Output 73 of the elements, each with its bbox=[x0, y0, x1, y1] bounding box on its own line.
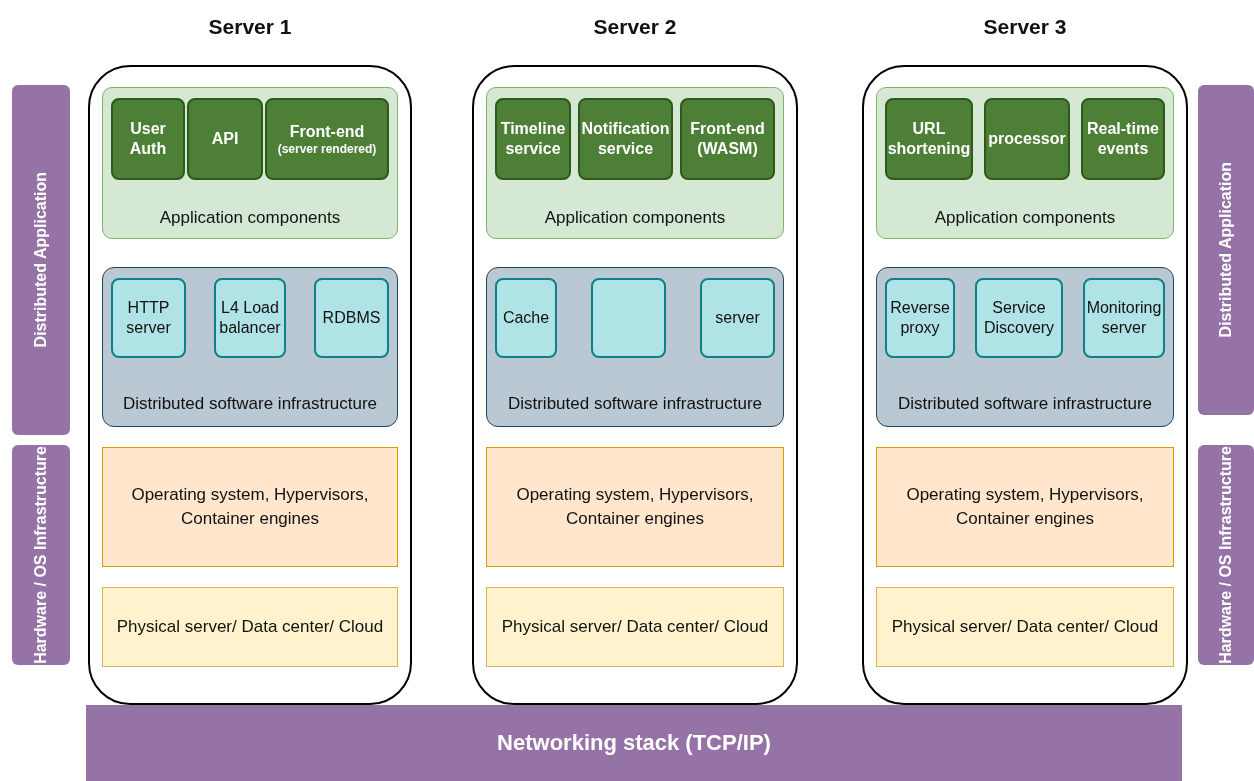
layer-label: Physical server/ Data center/ Cloud bbox=[500, 616, 770, 639]
service-box bbox=[1083, 278, 1165, 358]
band-label: Distributed Application bbox=[1217, 162, 1235, 338]
os-layer bbox=[486, 447, 784, 567]
band-label: Distributed Application bbox=[32, 172, 50, 348]
component-label: Timeline service bbox=[499, 119, 567, 159]
hardware-layer bbox=[486, 587, 784, 667]
layer-label: Distributed software infrastructure bbox=[121, 393, 379, 416]
component-label: Reverse proxy bbox=[889, 298, 951, 338]
band-label: Networking stack (TCP/IP) bbox=[497, 730, 771, 756]
layer-label: Application components bbox=[543, 207, 727, 230]
service-box bbox=[975, 278, 1063, 358]
server-heading: Server 3 bbox=[982, 15, 1068, 39]
service-box bbox=[214, 278, 286, 358]
service-box bbox=[700, 278, 775, 358]
layer-label: Distributed software infrastructure bbox=[506, 393, 764, 416]
component-label: server bbox=[715, 308, 760, 328]
layer-label: Distributed software infrastructure bbox=[896, 393, 1154, 416]
layer-band bbox=[12, 445, 70, 665]
component-label: Cache bbox=[502, 308, 550, 328]
server-heading: Server 2 bbox=[592, 15, 678, 39]
infrastructure-layer bbox=[102, 267, 398, 427]
component-label: User Auth bbox=[128, 119, 168, 159]
component-box bbox=[680, 98, 775, 180]
service-box bbox=[111, 278, 186, 358]
component-label: API bbox=[211, 129, 239, 149]
layer-label: Operating system, Hypervisors, Container engines bbox=[515, 484, 755, 530]
hardware-layer bbox=[102, 587, 398, 667]
component-label: processor bbox=[988, 129, 1066, 149]
service-box bbox=[495, 278, 557, 358]
layer-label: Application components bbox=[933, 207, 1117, 230]
service-box bbox=[885, 278, 955, 358]
infrastructure-layer bbox=[486, 267, 784, 427]
component-box bbox=[111, 98, 185, 180]
application-layer bbox=[102, 87, 398, 239]
layer-band bbox=[1198, 85, 1254, 415]
component-box bbox=[265, 98, 389, 180]
component-label: Front-end bbox=[289, 121, 365, 142]
layer-label: Physical server/ Data center/ Cloud bbox=[115, 616, 385, 639]
band-label: Hardware / OS Infrastructure bbox=[1217, 446, 1235, 664]
application-layer bbox=[486, 87, 784, 239]
component-label: HTTP server bbox=[125, 298, 172, 338]
component-box bbox=[885, 98, 973, 180]
layer-band bbox=[12, 85, 70, 435]
component-label: (server rendered) bbox=[277, 141, 377, 157]
application-layer bbox=[876, 87, 1174, 239]
layer-label: Operating system, Hypervisors, Container engines bbox=[130, 484, 370, 530]
infrastructure-layer bbox=[876, 267, 1174, 427]
component-label: Service Discovery bbox=[982, 298, 1056, 338]
component-box bbox=[187, 98, 263, 180]
component-box bbox=[1081, 98, 1165, 180]
os-layer bbox=[876, 447, 1174, 567]
layer-band bbox=[1198, 445, 1254, 665]
server-heading: Server 1 bbox=[207, 15, 293, 39]
component-box bbox=[578, 98, 673, 180]
component-box bbox=[495, 98, 571, 180]
component-box bbox=[984, 98, 1070, 180]
component-label: Notification service bbox=[580, 119, 671, 159]
component-label: L4 Load balancer bbox=[218, 298, 282, 338]
component-label: Front-end (WASM) bbox=[689, 119, 766, 159]
band-label: Hardware / OS Infrastructure bbox=[32, 446, 50, 664]
layer-label: Operating system, Hypervisors, Container engines bbox=[905, 484, 1145, 530]
service-box bbox=[314, 278, 389, 358]
os-layer bbox=[102, 447, 398, 567]
component-label: URL shortening bbox=[887, 119, 971, 159]
layer-label: Application components bbox=[158, 207, 342, 230]
service-box bbox=[591, 278, 666, 358]
component-label: Monitoring server bbox=[1085, 298, 1163, 338]
hardware-layer bbox=[876, 587, 1174, 667]
layer-label: Physical server/ Data center/ Cloud bbox=[890, 616, 1160, 639]
component-label: RDBMS bbox=[322, 308, 381, 328]
network-band bbox=[86, 705, 1182, 781]
component-label: Real-time events bbox=[1086, 119, 1160, 159]
